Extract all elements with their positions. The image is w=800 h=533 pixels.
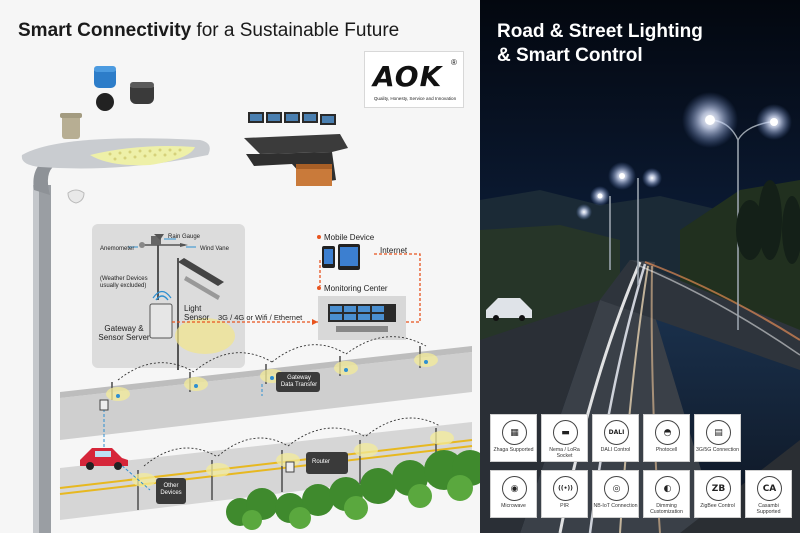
wind-vane-label: Wind Vane — [200, 246, 229, 252]
weather-note-label: (Weather Devices usually excluded) — [100, 276, 148, 289]
right-title: Road & Street Lighting & Smart Control — [497, 20, 703, 68]
feature-tile: CA Casambi Supported — [745, 470, 792, 518]
internet-label: Internet — [380, 246, 408, 255]
feature-tile: ◐ Dimming Customization — [643, 470, 690, 518]
feature-label: ZigBee Control — [700, 503, 735, 509]
feature-label: NB-IoT Connection — [593, 503, 638, 509]
gateway-transfer-label: Gateway Data Transfer — [280, 375, 318, 388]
3g5g-icon: ▤ — [706, 420, 731, 445]
feature-label: Casambi Supported — [756, 503, 781, 515]
feature-tile: ▦ Zhaga Supported — [490, 414, 537, 462]
nema-socket-icon: ▬ — [553, 420, 578, 445]
right-title-line2: & Smart Control — [497, 45, 643, 66]
brand-logo: AOK ® Quality, Honesty, Service and Inno… — [364, 51, 464, 108]
gateway-label: Gateway & Sensor Server — [98, 324, 150, 342]
pir-icon: ((•)) — [553, 476, 578, 501]
zigbee-icon: ZB — [706, 476, 731, 501]
link-label: 3G / 4G or Wifi / Ethernet — [218, 313, 303, 322]
monitoring-center-label: Monitoring Center — [324, 284, 388, 293]
mobile-device-label: Mobile Device — [324, 233, 375, 242]
dali-icon: DALI — [604, 420, 629, 445]
page-title: Smart Connectivity for a Sustainable Fut… — [18, 20, 399, 42]
feature-tile: ▤ 3G/5G Connection — [694, 414, 741, 462]
feature-tile: ◓ Photocell — [643, 414, 690, 462]
light-sensor-label: Light Sensor — [184, 304, 210, 322]
title-rest: for a Sustainable Future — [196, 20, 400, 41]
feature-label: Nema / LoRa Socket — [549, 447, 580, 459]
feature-tile: DALI DALI Control — [592, 414, 639, 462]
photocell-icon: ◓ — [655, 420, 680, 445]
logo-mark: AOK — [373, 60, 443, 93]
feature-tile: ◉ Microwave — [490, 470, 537, 518]
network-diagram — [59, 234, 480, 530]
title-bold: Smart Connectivity — [18, 20, 192, 41]
feature-tile: ◎ NB-IoT Connection — [592, 470, 639, 518]
nb-iot-icon: ◎ — [604, 476, 629, 501]
feature-tile: ▬ Nema / LoRa Socket — [541, 414, 588, 462]
feature-label: PIR — [560, 503, 569, 509]
feature-label: Microwave — [501, 503, 526, 509]
feature-tile: ((•)) PIR — [541, 470, 588, 518]
logo-tagline: Quality, Honesty, Service and Innovation — [373, 96, 457, 101]
anemometer-label: Anemometer — [100, 246, 135, 252]
rain-gauge-label: Rain Gauge — [168, 234, 201, 240]
feature-label: DALI Control — [600, 447, 631, 453]
street-light-illustration — [21, 113, 210, 533]
right-title-line1: Road & Street Lighting — [497, 21, 703, 42]
feature-label: 3G/5G Connection — [696, 447, 739, 453]
feature-label: Zhaga Supported — [493, 447, 534, 453]
feature-label: Dimming Customization — [650, 503, 683, 515]
connector-icons — [94, 66, 154, 111]
microwave-icon: ◉ — [502, 476, 527, 501]
feature-label: Photocell — [655, 447, 678, 453]
left-panel: Smart Connectivity for a Sustainable Fut… — [18, 20, 480, 533]
router-label: Router — [312, 459, 331, 465]
dimming-icon: ◐ — [655, 476, 680, 501]
feature-tile: ZB ZigBee Control — [694, 470, 741, 518]
logo-registered: ® — [451, 58, 457, 67]
other-devices-label: Other Devices — [160, 483, 182, 496]
right-panel: Road & Street Lighting & Smart Control ▦… — [480, 0, 800, 533]
control-room-illustration — [244, 112, 348, 186]
casambi-icon: CA — [757, 476, 782, 501]
zhaga-icon: ▦ — [502, 420, 527, 445]
